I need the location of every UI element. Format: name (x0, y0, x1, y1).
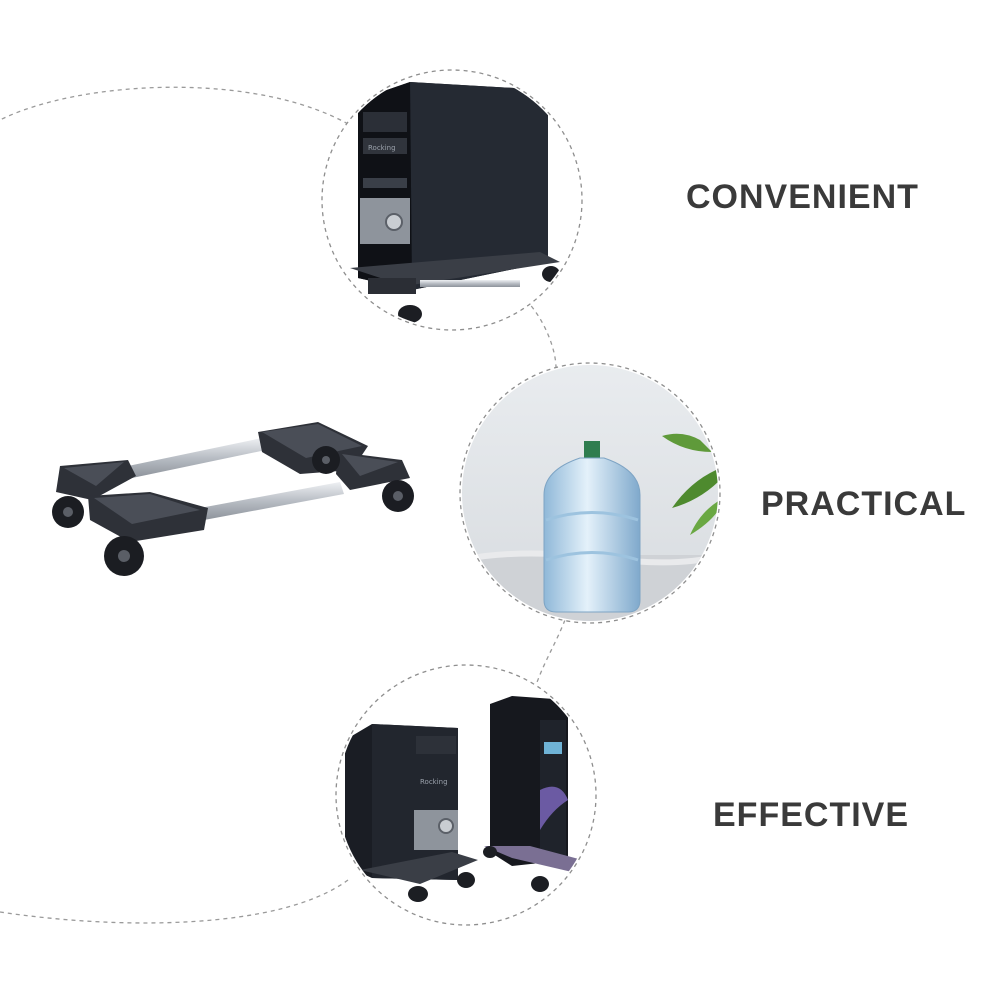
feature-photo-convenient: Rocking (321, 69, 583, 331)
dashed-arc-left (0, 86, 356, 129)
dashed-arc-bottom (0, 879, 349, 924)
mobile-cpu-stand-icon (52, 422, 414, 576)
svg-text:Rocking: Rocking (420, 778, 448, 786)
feature-photo-practical (459, 362, 721, 624)
svg-text:Rocking: Rocking (368, 144, 396, 152)
feature-label-practical: PRACTICAL (761, 485, 967, 523)
dashed-link-1-2 (525, 299, 557, 369)
feature-photo-effective: Rocking (335, 664, 597, 926)
two-pc-towers-icon: Rocking (338, 667, 594, 923)
feature-label-effective: EFFECTIVE (713, 796, 910, 834)
feature-label-convenient: CONVENIENT (686, 178, 919, 216)
pc-tower-on-stand-icon: Rocking (324, 72, 580, 328)
dashed-link-2-3 (535, 619, 566, 686)
dashed-connectors (0, 86, 566, 924)
